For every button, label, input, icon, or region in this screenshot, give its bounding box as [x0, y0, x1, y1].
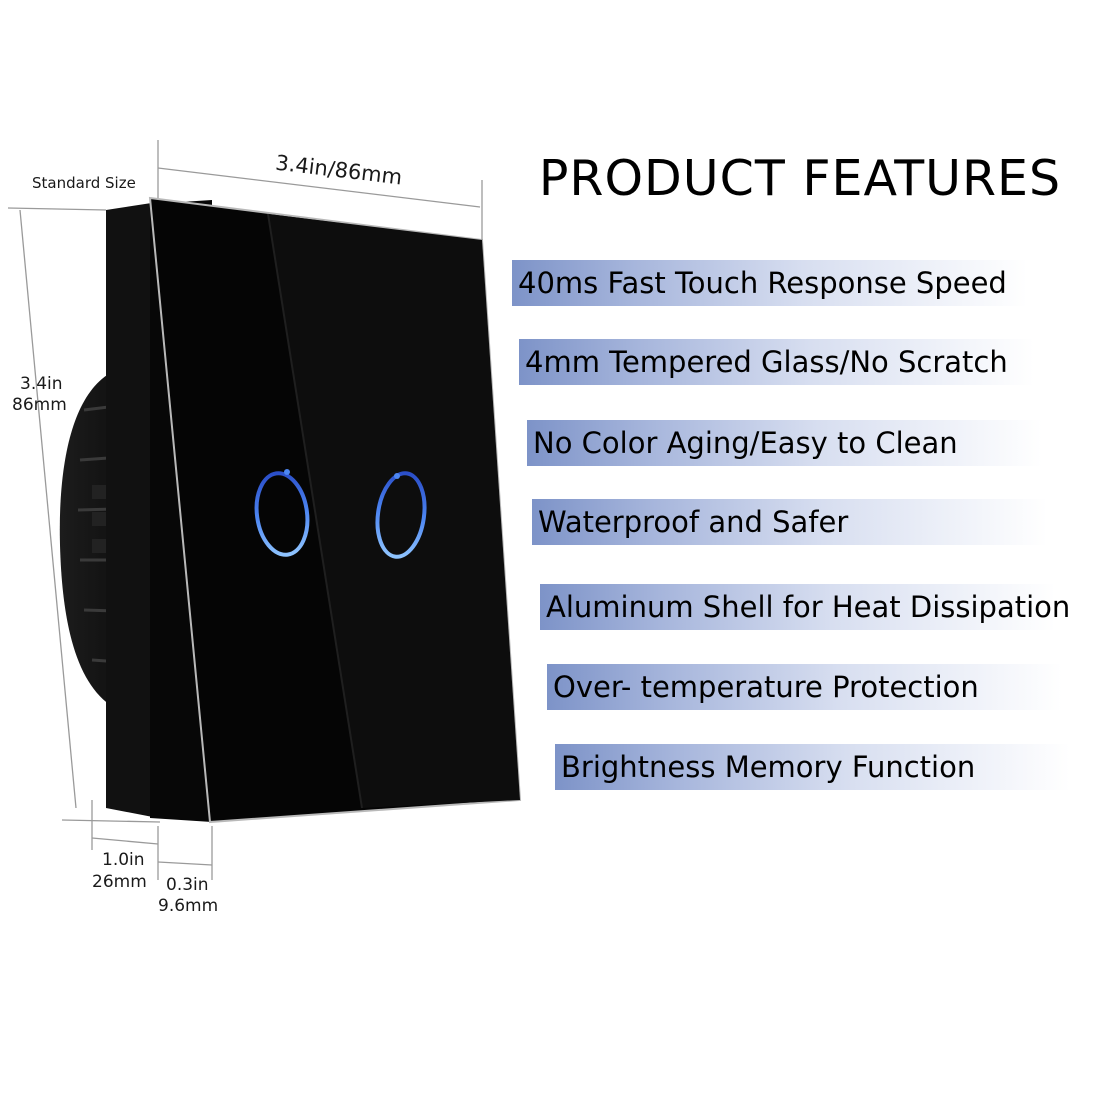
height-mm-label: 86mm [12, 395, 67, 415]
touch-button-2 [375, 471, 427, 559]
plate-mm-label: 9.6mm [158, 896, 218, 916]
feature-band: Brightness Memory Function [555, 744, 1100, 790]
plate-in-label: 0.3in [166, 875, 209, 895]
standard-size-label: Standard Size [32, 174, 136, 192]
dimension-lines [7, 140, 483, 880]
feature-band: Aluminum Shell for Heat Dissipation [540, 584, 1100, 630]
depth-in-label: 1.0in [102, 850, 145, 870]
feature-band: No Color Aging/Easy to Clean [527, 420, 1087, 466]
glass-panel [148, 196, 522, 824]
feature-band: Waterproof and Safer [532, 499, 1092, 545]
touch-button-1 [254, 469, 310, 557]
height-in-label: 3.4in [20, 374, 63, 394]
frame-side [106, 202, 158, 818]
width-label: 3.4in/86mm [274, 151, 403, 190]
depth-mm-label: 26mm [92, 872, 147, 892]
feature-band: 40ms Fast Touch Response Speed [512, 260, 1072, 306]
feature-band: 4mm Tempered Glass/No Scratch [519, 339, 1079, 385]
feature-band: Over- temperature Protection [547, 664, 1100, 710]
page-title: PRODUCT FEATURES [538, 150, 1062, 207]
